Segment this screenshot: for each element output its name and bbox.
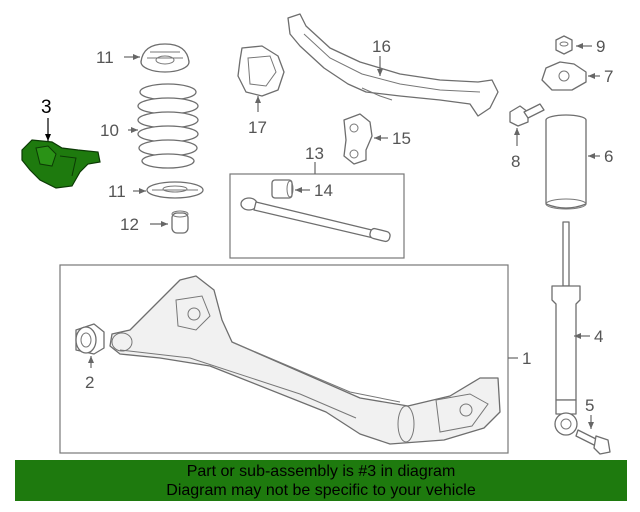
callout-13: 13	[305, 144, 324, 163]
part-1-rear-axle[interactable]	[109, 275, 501, 445]
callout-11-upper: 11	[96, 48, 114, 67]
part-17-shield[interactable]	[237, 45, 285, 97]
callout-2: 2	[85, 373, 94, 392]
banner-line-part-highlight: Part or sub-assembly is #3 in diagram	[186, 463, 456, 480]
callout-8: 8	[511, 152, 520, 171]
part-10-coil-spring[interactable]	[137, 83, 199, 169]
callout-7: 7	[604, 67, 613, 86]
callout-3: 3	[41, 97, 52, 118]
part-13-track-bar[interactable]	[240, 197, 391, 243]
part-5-bolt[interactable]	[575, 429, 611, 455]
part-14-bushing[interactable]	[271, 179, 294, 199]
callout-5: 5	[585, 396, 594, 415]
callout-16: 16	[372, 37, 391, 56]
part-9-nut[interactable]	[555, 35, 573, 55]
part-1-group-box	[59, 264, 509, 454]
part-4-shock-absorber[interactable]	[551, 221, 581, 436]
banner-line-disclaimer: Diagram may not be specific to your vehi…	[166, 482, 476, 499]
callout-10: 10	[100, 121, 119, 140]
callout-1: 1	[522, 349, 531, 368]
part-16-crossmember[interactable]	[287, 13, 499, 117]
callout-15: 15	[392, 129, 411, 148]
part-11-upper-spring-insulator[interactable]	[140, 43, 190, 73]
part-15-bracket[interactable]	[343, 113, 373, 165]
callout-6: 6	[604, 147, 613, 166]
callout-11-lower: 11	[108, 182, 126, 201]
part-11-lower-spring-insulator[interactable]	[146, 181, 204, 199]
callout-9: 9	[596, 37, 605, 56]
callout-12: 12	[120, 215, 139, 234]
part-12-bump-stop[interactable]	[171, 210, 189, 234]
callout-17: 17	[248, 118, 267, 137]
part-6-dust-boot[interactable]	[545, 114, 587, 210]
info-banner: Part or sub-assembly is #3 in diagram Di…	[15, 460, 627, 501]
callout-4: 4	[594, 327, 603, 346]
callout-14: 14	[314, 181, 333, 200]
part-13-group-box	[229, 173, 405, 259]
part-7-strut-mount[interactable]	[541, 61, 587, 91]
part-8-bolt[interactable]	[509, 103, 545, 127]
part-3-bracket[interactable]	[21, 139, 101, 189]
part-2-axle-bushing[interactable]	[75, 323, 105, 355]
